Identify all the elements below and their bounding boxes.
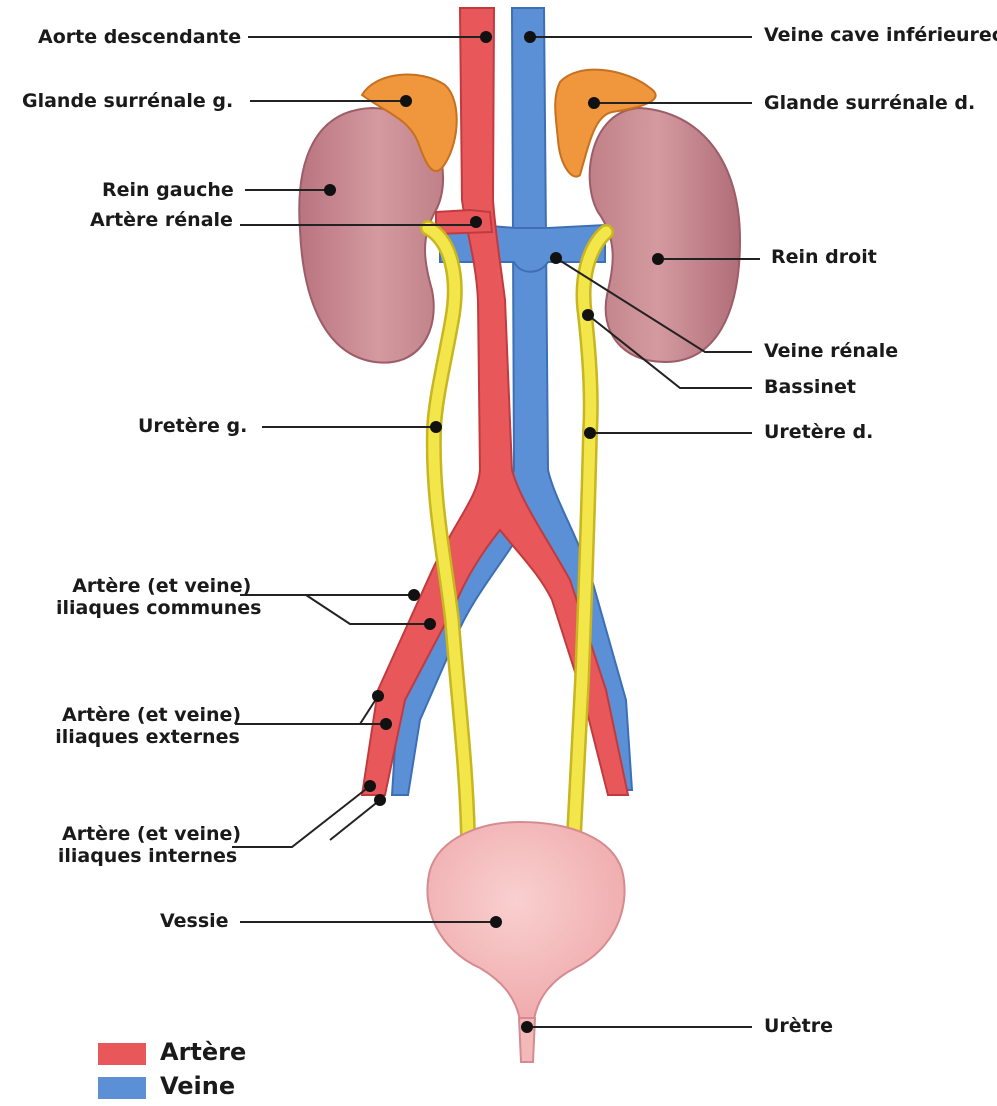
label-artere-renale: Artère rénale [90, 209, 233, 231]
label-iliaques-externes-line2: iliaques externes [54, 726, 241, 748]
label-rein-gauche: Rein gauche [102, 179, 234, 201]
label-iliaques-communes-line2: iliaques communes [56, 597, 261, 619]
legend-label-artere: Artère [160, 1038, 246, 1066]
label-uretere-d: Uretère d. [764, 421, 873, 443]
legend-swatch-artere [98, 1043, 146, 1065]
label-iliaques-internes: Artère (et veine) iliaques internes [62, 823, 241, 867]
label-iliaques-externes: Artère (et veine) iliaques externes [62, 704, 241, 748]
label-rein-droit: Rein droit [771, 246, 877, 268]
label-uretere-g: Uretère g. [138, 415, 247, 437]
label-iliaques-communes-line1: Artère (et veine) [62, 575, 261, 597]
label-bassinet: Bassinet [764, 376, 856, 398]
label-iliaques-externes-line1: Artère (et veine) [62, 704, 241, 726]
label-uretre: Urètre [764, 1015, 833, 1037]
label-aorte-descendante: Aorte descendante [38, 26, 241, 48]
legend-swatch-veine [98, 1077, 146, 1099]
label-veine-cave-inferieure: Veine cave inférieurec [764, 24, 997, 46]
label-glande-surrenale-d: Glande surrénale d. [764, 92, 975, 114]
label-iliaques-internes-line2: iliaques internes [54, 845, 241, 867]
label-glande-surrenale-g: Glande surrénale g. [22, 90, 233, 112]
legend-label-veine: Veine [160, 1072, 235, 1100]
renal-artery [436, 210, 492, 234]
label-veine-renale: Veine rénale [764, 340, 898, 362]
label-iliaques-communes: Artère (et veine) iliaques communes [62, 575, 261, 619]
label-vessie: Vessie [160, 910, 229, 932]
label-iliaques-internes-line1: Artère (et veine) [62, 823, 241, 845]
